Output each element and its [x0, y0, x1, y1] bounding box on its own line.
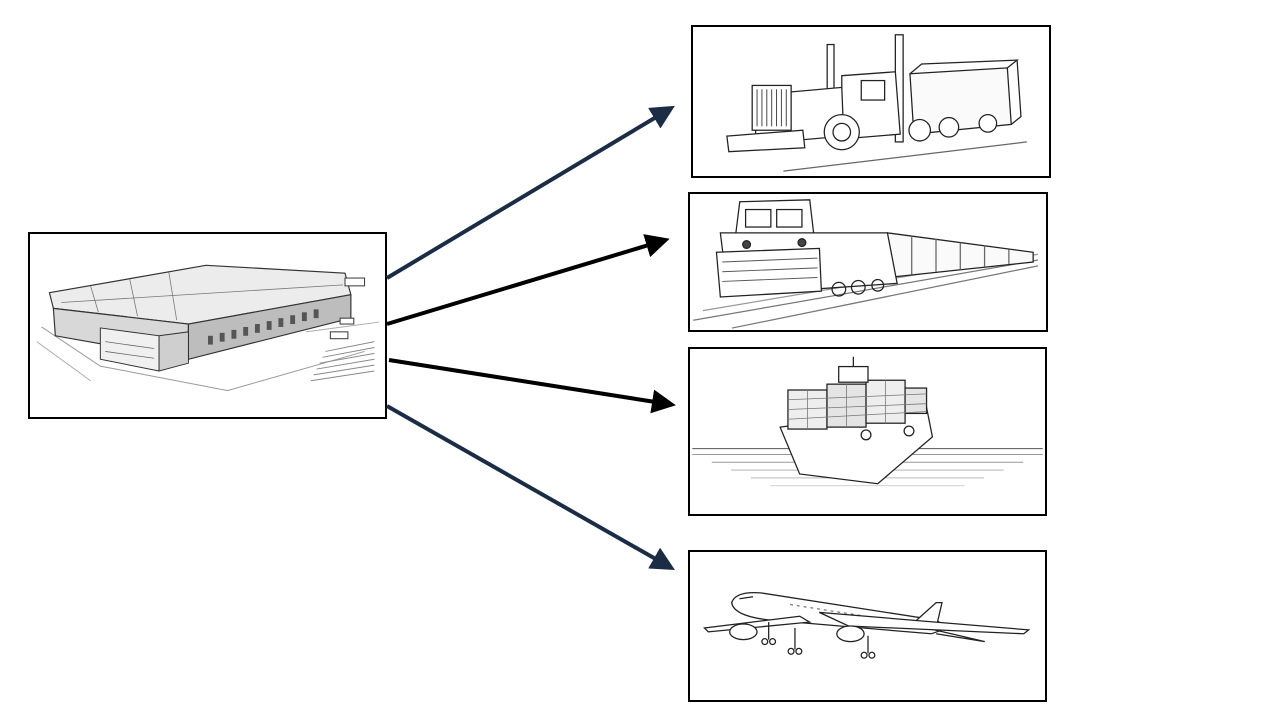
truck-icon: [726, 34, 1027, 172]
ship-picture: [688, 347, 1047, 516]
warehouse-icon: [36, 264, 380, 392]
arrow-to-train: [386, 234, 670, 326]
airplane-picture: [688, 550, 1047, 702]
ship-icon: [692, 356, 1043, 487]
arrow-to-truck: [385, 105, 675, 280]
arrow-to-airplane: [386, 404, 675, 570]
train-picture: [688, 192, 1048, 332]
warehouse-picture: [28, 232, 387, 419]
arrow-to-ship: [388, 358, 676, 414]
train-icon: [693, 199, 1039, 329]
truck-picture: [691, 25, 1051, 178]
airplane-icon: [703, 591, 1031, 659]
